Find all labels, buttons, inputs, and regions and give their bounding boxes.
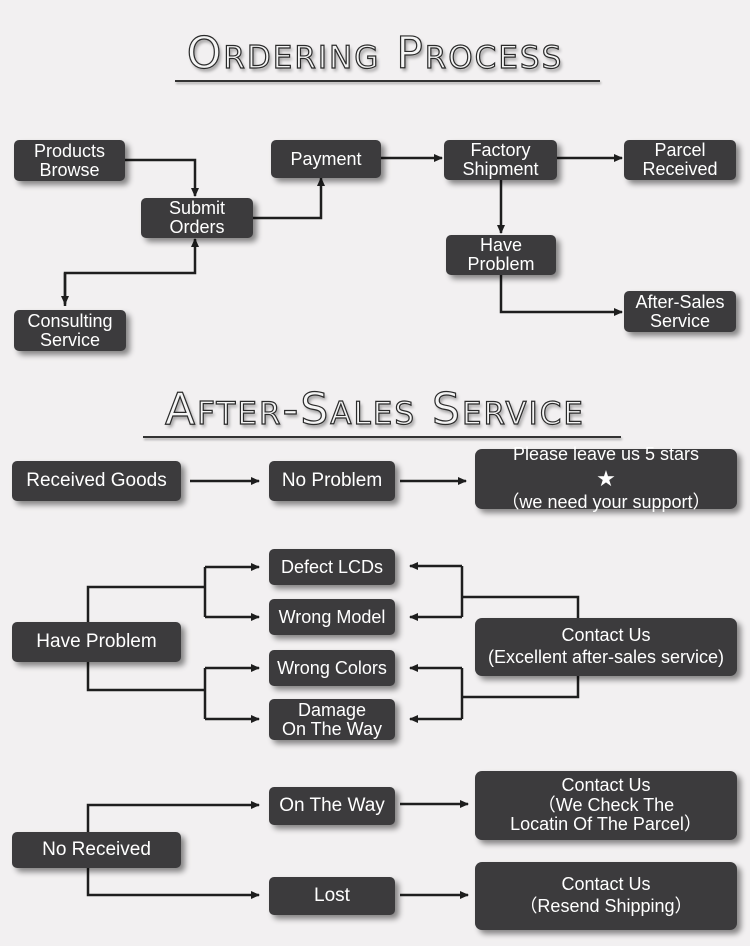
- node-factory-shipment: Factory Shipment: [444, 140, 557, 180]
- arrow-submit-to-payment: [253, 177, 325, 220]
- node-defect-lcds: Defect LCDs: [269, 549, 395, 585]
- node-after-sales-service: After-Sales Service: [624, 291, 736, 332]
- node-contact-us-2: Contact Us （We Check The Locatin Of The …: [475, 771, 737, 840]
- support-note: （we need your support）: [501, 492, 711, 513]
- node-on-the-way: On The Way: [269, 787, 395, 825]
- node-parcel-received: Parcel Received: [624, 140, 736, 180]
- node-have-problem-2: Have Problem: [12, 622, 181, 662]
- node-wrong-model: Wrong Model: [269, 599, 395, 635]
- node-lost: Lost: [269, 877, 395, 915]
- arrow-browse-to-submit: [125, 158, 199, 197]
- node-payment: Payment: [271, 140, 381, 178]
- arrow-contact-to-defect: [410, 566, 464, 617]
- arrow-to-wrongcolors: [203, 668, 259, 719]
- node-no-problem: No Problem: [269, 461, 395, 501]
- node-contact-us-3: Contact Us （Resend Shipping）: [475, 862, 737, 930]
- arrow-consulting-to-submit: [63, 238, 199, 306]
- line-contact1-down: [462, 676, 580, 699]
- after-sales-underline: [143, 436, 621, 438]
- node-wrong-colors: Wrong Colors: [269, 650, 395, 686]
- line-contact1-up: [462, 595, 580, 618]
- star-icon: ★: [596, 465, 616, 491]
- node-received-goods: Received Goods: [12, 461, 181, 501]
- after-sales-title: After-Sales Service: [164, 383, 585, 435]
- node-products-browse: Products Browse: [14, 140, 125, 181]
- node-no-received: No Received: [12, 832, 181, 868]
- node-leave-stars: Please leave us 5 stars ★ （we need your …: [475, 444, 737, 512]
- node-damage-on-way: Damage On The Way: [269, 699, 395, 740]
- arrow-noreceived-to-ontheway: [86, 801, 260, 832]
- ordering-process-title: Ordering Process: [186, 27, 564, 79]
- node-have-problem: Have Problem: [446, 235, 556, 275]
- node-submit-orders: Submit Orders: [141, 198, 253, 238]
- line-haveproblem-down: [86, 662, 205, 692]
- node-contact-us-1: Contact Us (Excellent after-sales servic…: [475, 618, 737, 676]
- arrow-contact-to-wrongcolors: [410, 668, 464, 719]
- arrow-problem-to-aftersales: [499, 275, 623, 316]
- arrow-to-defect: [203, 567, 259, 617]
- arrow-noreceived-to-lost: [86, 868, 260, 899]
- ordering-process-underline: [175, 80, 600, 82]
- node-consulting-service: Consulting Service: [14, 310, 126, 351]
- line-haveproblem-up: [86, 585, 205, 622]
- leave-stars-text: Please leave us 5 stars: [512, 444, 700, 465]
